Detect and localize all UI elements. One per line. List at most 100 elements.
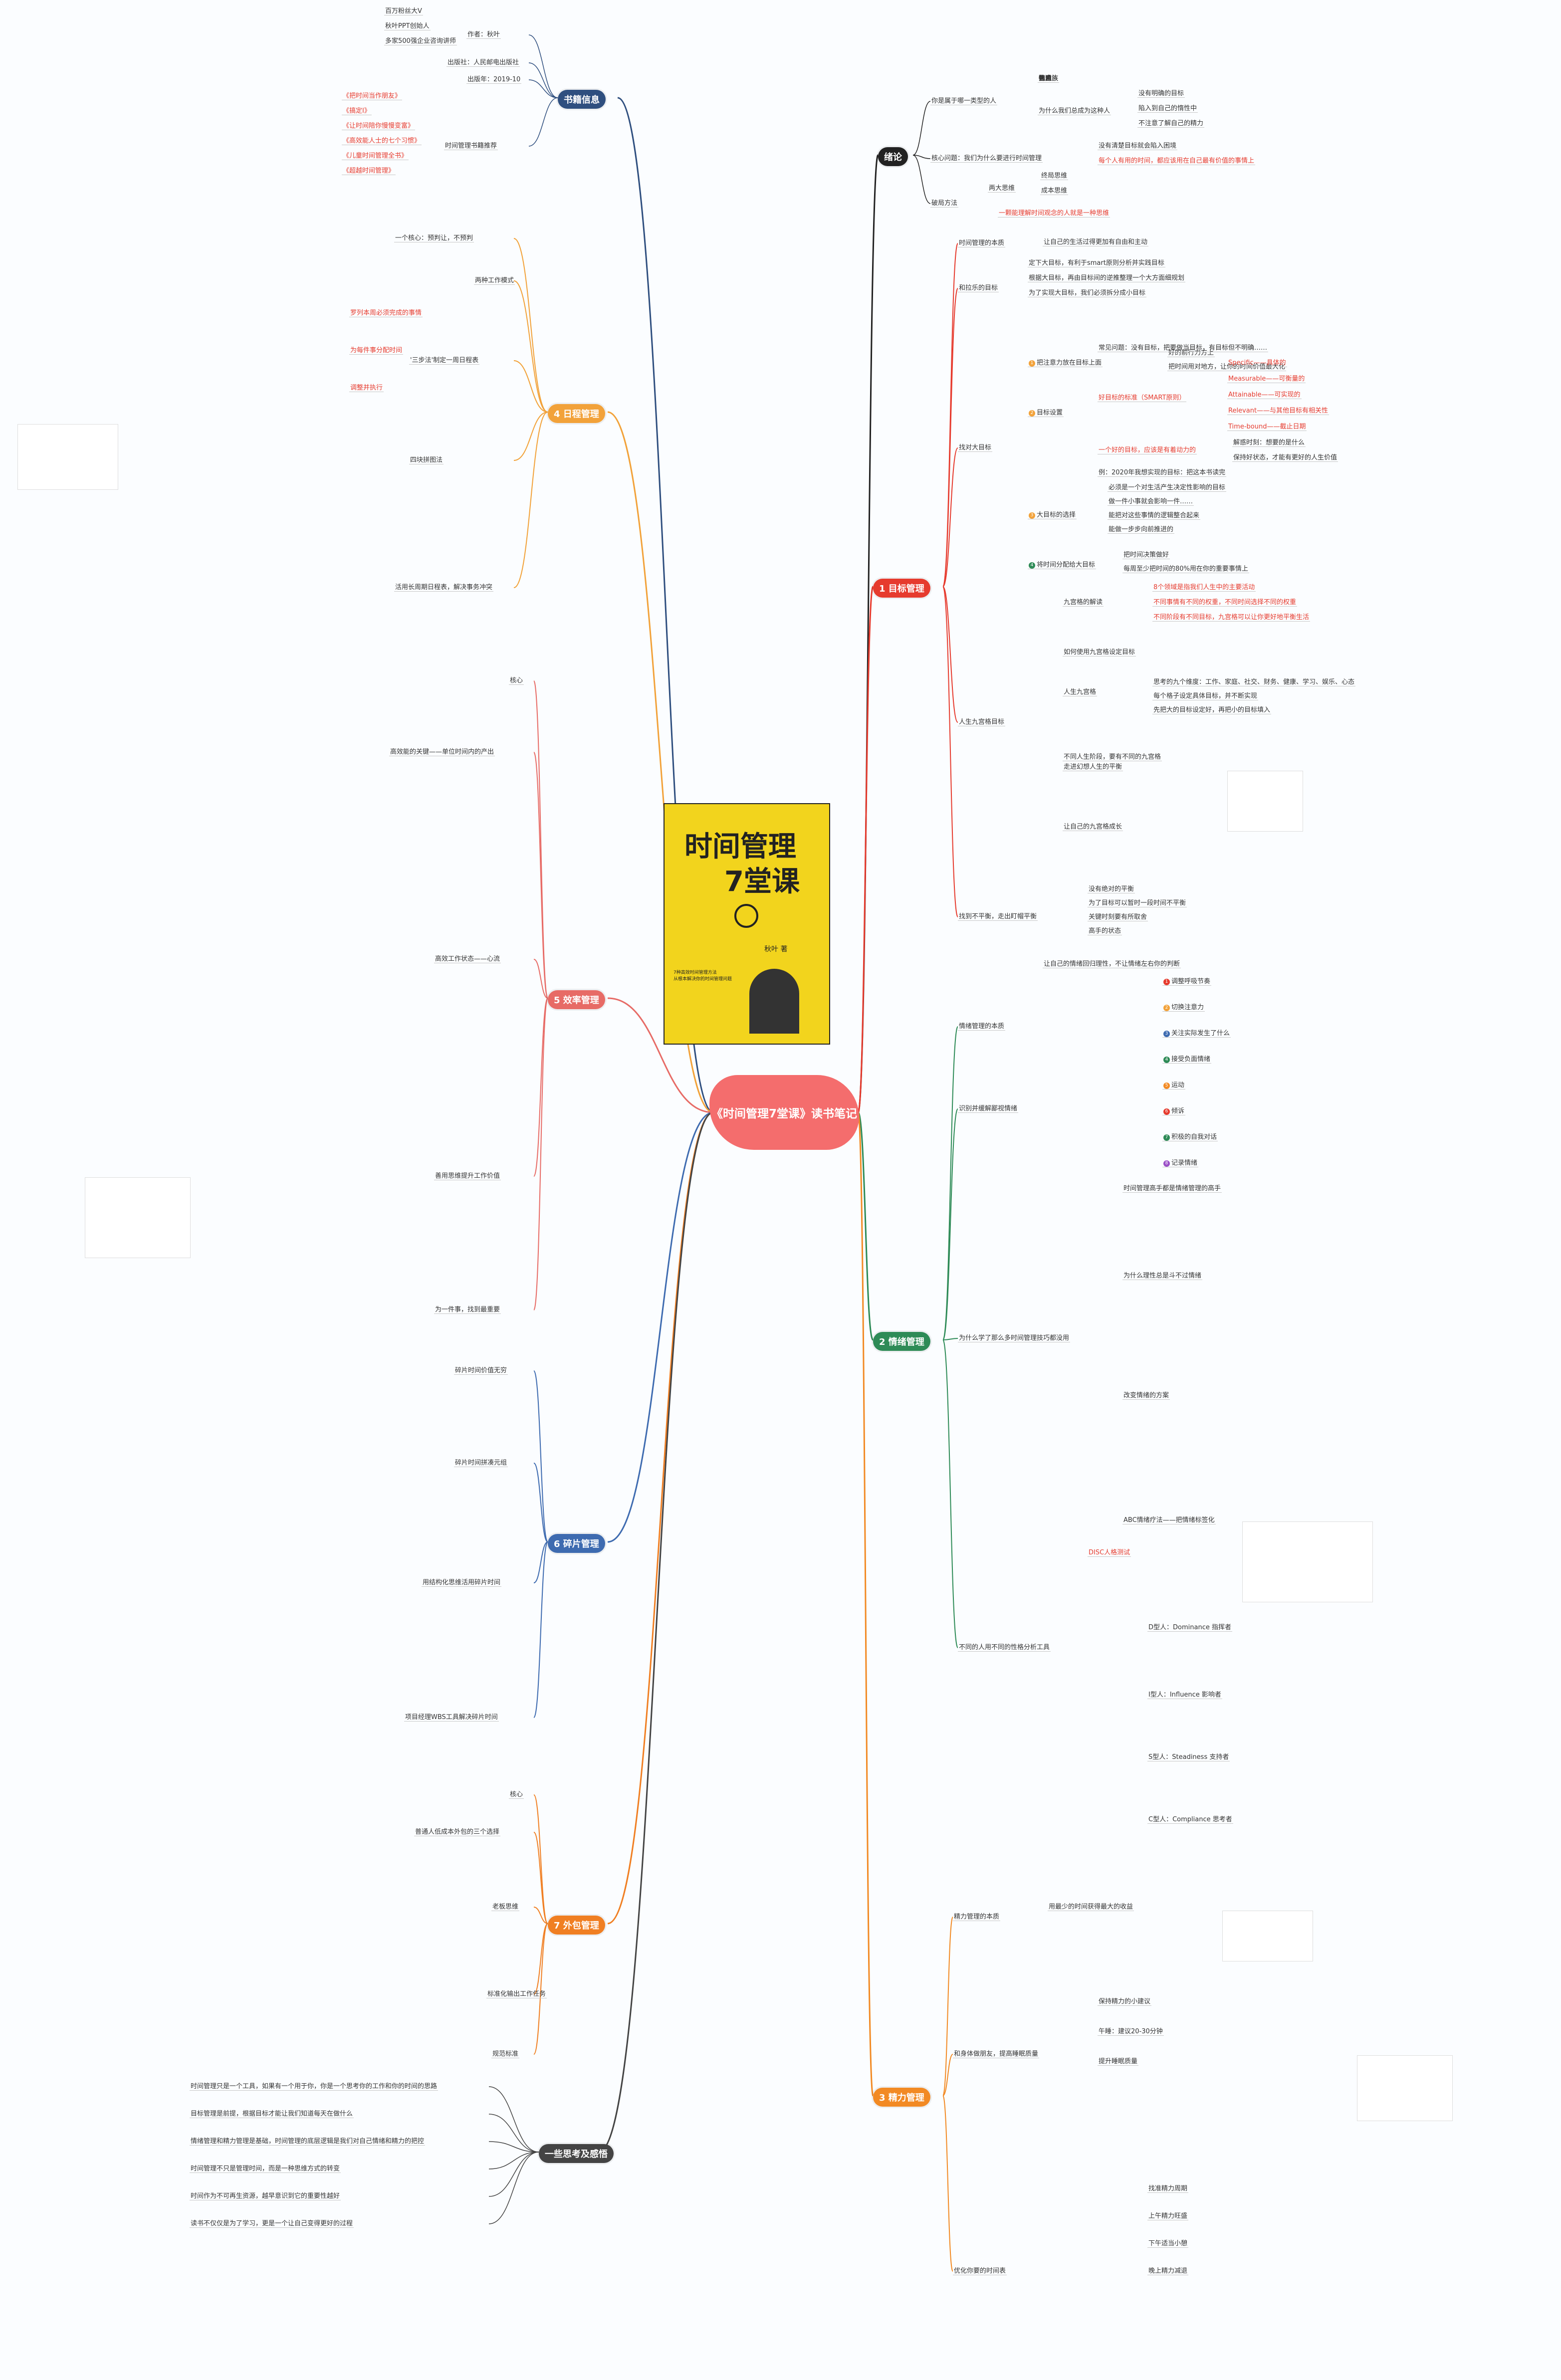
branch-schedule-management[interactable]: 4 日程管理 — [548, 404, 605, 423]
topic-node[interactable]: 规范标准 — [491, 2050, 520, 2058]
topic-node[interactable]: 时间管理高手都是情绪管理的高手 — [1122, 1185, 1222, 1193]
topic-node[interactable]: 高效工作状态——心流 — [434, 955, 501, 963]
topic-node[interactable]: 项目经理WBS工具解决碎片时间 — [404, 1714, 499, 1722]
topic-node[interactable]: 活用长周期日程表，解决事务冲突 — [394, 584, 494, 592]
topic-node[interactable]: 例：2020年我想实现的目标：把这本书读完 — [1098, 469, 1227, 477]
topic-node[interactable]: 四块拼图法 — [409, 456, 444, 464]
topic-node[interactable]: 保持精力的小建议 — [1098, 1998, 1152, 2006]
topic-node[interactable]: 时间管理书籍推荐 — [444, 142, 498, 150]
topic-node[interactable]: 让自己的情绪回归理性，不让情绪左右你的判断 — [1043, 960, 1181, 968]
topic-node[interactable]: 不同的人用不同的性格分析工具 — [958, 1644, 1051, 1652]
topic-node[interactable]: 优化你要的时间表 — [953, 2267, 1007, 2275]
topic-node[interactable]: 终局思维 — [1040, 172, 1069, 180]
topic-node[interactable]: 人生九宫格 — [1063, 688, 1098, 696]
topic-node[interactable]: 不同事情有不同的权重，不同时间选择不同的权重 — [1152, 599, 1298, 607]
topic-node[interactable]: 让自己的九宫格成长 — [1063, 823, 1123, 831]
topic-node[interactable]: 陷入到自己的惰性中 — [1137, 105, 1198, 113]
topic-node[interactable]: 思考的九个维度：工作、家庭、社交、财务、健康、学习、娱乐、心态 — [1152, 678, 1356, 686]
topic-node[interactable]: 破局方法 — [930, 200, 959, 208]
topic-node[interactable]: 识别并缓解鄙视情绪 — [958, 1105, 1019, 1113]
branch-book-info[interactable]: 书籍信息 — [558, 90, 606, 109]
topic-node[interactable]: 保持好状态，才能有更好的人生价值 — [1232, 454, 1338, 462]
topic-node[interactable]: 《把时间当作朋友》 — [342, 92, 403, 100]
topic-node[interactable]: 出版年：2019-10 — [466, 76, 522, 84]
topic-node[interactable]: 没有清楚目标就会陷入困境 — [1098, 142, 1178, 150]
topic-node[interactable]: 找对大目标 — [958, 444, 993, 452]
topic-node[interactable]: 作者：秋叶 — [466, 31, 501, 39]
branch-intro[interactable]: 绪论 — [878, 147, 908, 166]
topic-node[interactable]: Attainable——可实现的 — [1227, 391, 1302, 399]
topic-node[interactable]: 用结构化思维活用碎片时间 — [422, 1579, 502, 1587]
topic-node[interactable]: 晚上精力减退 — [1147, 2267, 1189, 2275]
topic-node[interactable]: 没有绝对的平衡 — [1088, 885, 1135, 893]
topic-node[interactable]: 不同人生阶段，要有不同的九宫格 — [1063, 753, 1162, 761]
topic-node[interactable]: 高效能的关键——单位时间内的产出 — [389, 748, 495, 756]
topic-node[interactable]: 《搞定I》 — [342, 107, 372, 115]
topic-node[interactable]: 碎片时间价值无穷 — [454, 1367, 508, 1375]
topic-node[interactable]: 提升睡眠质量 — [1098, 2058, 1139, 2066]
topic-node[interactable]: 《高效能人士的七个习惯》 — [342, 137, 422, 145]
topic-node[interactable]: 没有明确的目标 — [1137, 90, 1185, 98]
topic-node[interactable]: 先把大的目标设定好，再把小的目标填入 — [1152, 706, 1272, 714]
topic-node[interactable]: 好的前行力方上 — [1167, 349, 1215, 357]
topic-node[interactable]: 读书不仅仅是为了学习，更是一个让自己变得更好的过程 — [190, 2220, 354, 2228]
topic-node[interactable]: 能做一步步向前推进的 — [1108, 526, 1175, 534]
branch-efficiency-management[interactable]: 5 效率管理 — [548, 990, 605, 1009]
topic-node[interactable]: 为什么我们总成为这种人 — [1038, 107, 1112, 115]
topic-node[interactable]: 每周至少把时间的80%用在你的重要事情上 — [1122, 565, 1249, 573]
topic-node[interactable]: 为了目标可以暂时一段时间不平衡 — [1088, 899, 1187, 907]
topic-node[interactable]: 《儿童时间管理全书》 — [342, 152, 409, 160]
topic-node[interactable]: 精力管理的本质 — [953, 1913, 1001, 1921]
topic-node[interactable]: 时间管理不只是管理时间，而是一种思维方式的转变 — [190, 2165, 341, 2173]
topic-node[interactable]: D型人：Dominance 指挥者 — [1147, 1624, 1232, 1632]
topic-node[interactable]: 午睡：建议20-30分钟 — [1098, 2028, 1164, 2036]
topic-node[interactable]: 百万粉丝大V — [384, 7, 423, 15]
branch-fragment-management[interactable]: 6 碎片管理 — [548, 1534, 605, 1553]
topic-node[interactable]: 关键时刻要有所取舍 — [1088, 913, 1148, 921]
topic-node[interactable]: 普通人低成本外包的三个选择 — [414, 1828, 501, 1836]
topic-node[interactable]: 能把对这些事情的逻辑整合起来 — [1108, 512, 1201, 520]
topic-node[interactable]: 和拉乐的目标 — [958, 284, 999, 292]
topic-node[interactable]: 时间管理只是一个工具，如果有一个用于你，你是一个思考你的工作和你的时间的思路 — [190, 2083, 439, 2091]
topic-node[interactable]: 人生九宫格目标 — [958, 718, 1006, 726]
topic-node[interactable]: 把时间用对地方，让你的时间价值最大化 — [1167, 363, 1287, 371]
branch-energy-management[interactable]: 3 精力管理 — [873, 2088, 930, 2107]
topic-node[interactable]: 一个好的目标，应该是有着动力的 — [1098, 446, 1197, 454]
topic-node[interactable]: 出版社：人民邮电出版社 — [446, 59, 520, 67]
topic-node[interactable]: 老板思维 — [491, 1903, 520, 1911]
branch-emotion-management[interactable]: 2 情绪管理 — [873, 1332, 930, 1351]
topic-node[interactable]: 让自己的生活过得更加有自由和主动 — [1043, 238, 1149, 246]
topic-node[interactable]: 好目标的标准（SMART原则） — [1098, 394, 1187, 402]
topic-node[interactable]: DISC人格测试 — [1088, 1549, 1131, 1557]
topic-node[interactable]: 一颗能理解时间观念的人就是一种思维 — [998, 210, 1111, 217]
topic-node[interactable]: 用最少的时间获得最大的收益 — [1048, 1903, 1134, 1911]
topic-node[interactable]: 两种工作模式 — [474, 277, 515, 285]
topic-node[interactable]: S型人：Steadiness 支持者 — [1147, 1753, 1230, 1761]
topic-node[interactable]: 焦虑族 — [1038, 75, 1060, 83]
central-topic[interactable]: 《时间管理7堂课》读书笔记 — [709, 1075, 859, 1150]
topic-node[interactable]: 必须是一个对生活产生决定性影响的目标 — [1108, 484, 1227, 492]
topic-node[interactable]: 时间作为不可再生资源，越早意识到它的重要性越好 — [190, 2192, 341, 2200]
topic-node[interactable]: 时间管理的本质 — [958, 239, 1006, 247]
topic-node[interactable]: 找准精力周期 — [1147, 2185, 1189, 2193]
topic-node[interactable]: 《超越时间管理》 — [342, 167, 396, 175]
topic-node[interactable]: 成本思维 — [1040, 187, 1069, 195]
topic-node[interactable]: 为每件事分配时间 — [349, 347, 404, 355]
branch-outsourcing-management[interactable]: 7 外包管理 — [548, 1916, 605, 1935]
branch-goal-management[interactable]: 1 目标管理 — [873, 579, 930, 598]
topic-node[interactable]: 改变情绪的方案 — [1122, 1392, 1170, 1400]
topic-node[interactable]: 碎片时间拼凑元组 — [454, 1459, 508, 1467]
topic-node[interactable]: 情绪管理和精力管理是基础，时间管理的底层逻辑是我们对自己情绪和精力的把控 — [190, 2138, 426, 2146]
